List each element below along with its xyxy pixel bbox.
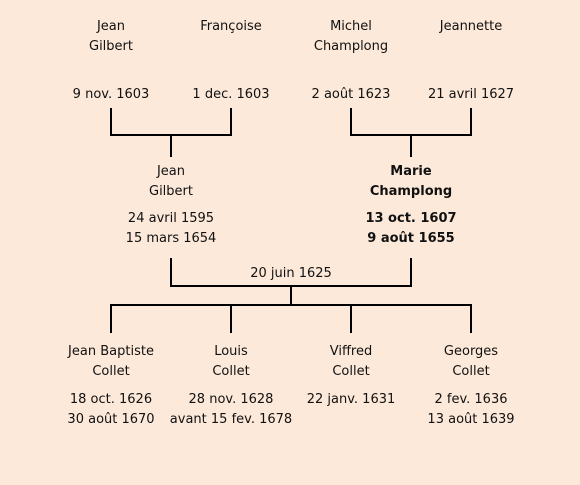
grandparent-4-date: 21 avril 1627 bbox=[427, 87, 515, 102]
first-name: Viffred bbox=[329, 344, 373, 359]
first-name: Marie bbox=[390, 164, 432, 179]
death-date: 13 août 1639 bbox=[427, 412, 515, 427]
grandparent-2-name: Françoise bbox=[200, 17, 262, 37]
birth-date: 13 oct. 1607 bbox=[365, 211, 457, 226]
birth-date: 18 oct. 1626 bbox=[69, 392, 153, 407]
death-date: avant 15 fev. 1678 bbox=[169, 412, 293, 427]
child-4-dates: 2 fev. 1636 13 août 1639 bbox=[427, 390, 514, 430]
death-date: 15 mars 1654 bbox=[125, 231, 217, 246]
child-3: Viffred Collet bbox=[330, 342, 373, 382]
grandparent-4-name: Jeannette bbox=[440, 17, 502, 37]
last-name: Champlong bbox=[369, 184, 453, 199]
grandparent-1-date: 9 nov. 1603 bbox=[72, 87, 150, 102]
parent-father: Jean Gilbert bbox=[149, 162, 193, 202]
death-date: 9 août 1655 bbox=[367, 231, 455, 246]
first-name: Jean bbox=[96, 19, 126, 34]
parent-father-dates: 24 avril 1595 15 mars 1654 bbox=[126, 209, 217, 249]
child-4: Georges Collet bbox=[444, 342, 498, 382]
first-name: Jeannette bbox=[439, 19, 503, 34]
last-name: Gilbert bbox=[89, 39, 133, 54]
child-2: Louis Collet bbox=[212, 342, 249, 382]
last-name: Collet bbox=[332, 364, 370, 379]
first-name: Louis bbox=[214, 344, 248, 359]
last-name: Collet bbox=[212, 364, 250, 379]
birth-date: 2 fev. 1636 bbox=[434, 392, 508, 407]
grandparent-3-date: 2 août 1623 bbox=[311, 87, 391, 102]
birth-date: 24 avril 1595 bbox=[127, 211, 215, 226]
child-2-dates: 28 nov. 1628 avant 15 fev. 1678 bbox=[170, 390, 292, 430]
first-name: Georges bbox=[443, 344, 499, 359]
birth-date: 28 nov. 1628 bbox=[188, 392, 274, 407]
parent-mother: Marie Champlong bbox=[370, 162, 452, 202]
first-name: Jean bbox=[156, 164, 186, 179]
child-3-dates: 22 janv. 1631 bbox=[307, 390, 396, 410]
birth-date: 22 janv. 1631 bbox=[306, 392, 396, 407]
death-date: 30 août 1670 bbox=[67, 412, 155, 427]
marriage-date: 20 juin 1625 bbox=[250, 266, 332, 281]
child-1: Jean Baptiste Collet bbox=[68, 342, 154, 382]
grandparent-3-name: Michel Champlong bbox=[314, 17, 388, 57]
last-name: Collet bbox=[92, 364, 130, 379]
first-name: Michel bbox=[330, 19, 372, 34]
grandparent-2-date: 1 dec. 1603 bbox=[192, 87, 270, 102]
first-name: Françoise bbox=[200, 19, 262, 34]
last-name: Gilbert bbox=[149, 184, 193, 199]
parent-mother-dates: 13 oct. 1607 9 août 1655 bbox=[365, 209, 456, 249]
grandparent-1-name: Jean Gilbert bbox=[89, 17, 133, 57]
last-name: Champlong bbox=[313, 39, 389, 54]
last-name: Collet bbox=[452, 364, 490, 379]
first-name: Jean Baptiste bbox=[68, 344, 154, 359]
child-1-dates: 18 oct. 1626 30 août 1670 bbox=[67, 390, 154, 430]
